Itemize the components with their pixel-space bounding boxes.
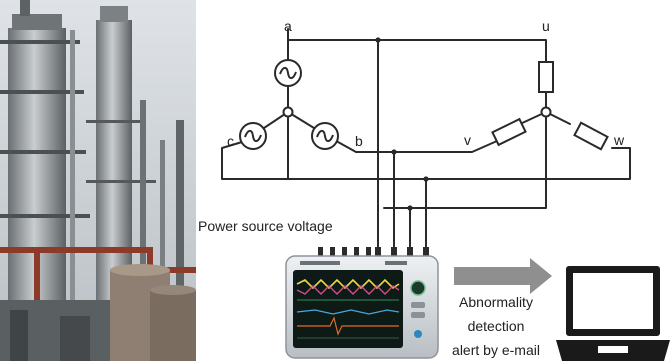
node-label-c: c [227, 133, 234, 149]
resistor-icon [538, 61, 554, 93]
resistor-icon [573, 121, 609, 151]
load-star-point [540, 106, 552, 118]
node-label-u: u [542, 18, 550, 34]
source-star-point [282, 106, 294, 118]
alert-caption-line-3: alert by e-mail [452, 342, 540, 358]
ac-source-icon [311, 122, 339, 150]
node-label-v: v [464, 132, 471, 148]
node-label-w: w [613, 132, 625, 148]
caption-backdrop [196, 216, 374, 236]
laptop-icon [556, 266, 670, 361]
alert-caption-line-1: Abnormality [459, 294, 533, 310]
node-label-a: a [284, 18, 292, 34]
ac-source-icon [274, 59, 302, 87]
alert-caption: Abnormality detection alert by e-mail [452, 294, 540, 358]
power-meter-device [285, 247, 439, 359]
industrial-plant-photo [0, 0, 196, 361]
resistor-icon [491, 117, 527, 147]
power-source-voltage-caption: Power source voltage [198, 218, 333, 234]
ac-source-icon [239, 122, 267, 150]
junction-dots [375, 37, 429, 211]
alert-caption-line-2: detection [468, 318, 525, 334]
node-label-b: b [355, 133, 363, 149]
arrow-right-icon [454, 258, 552, 294]
